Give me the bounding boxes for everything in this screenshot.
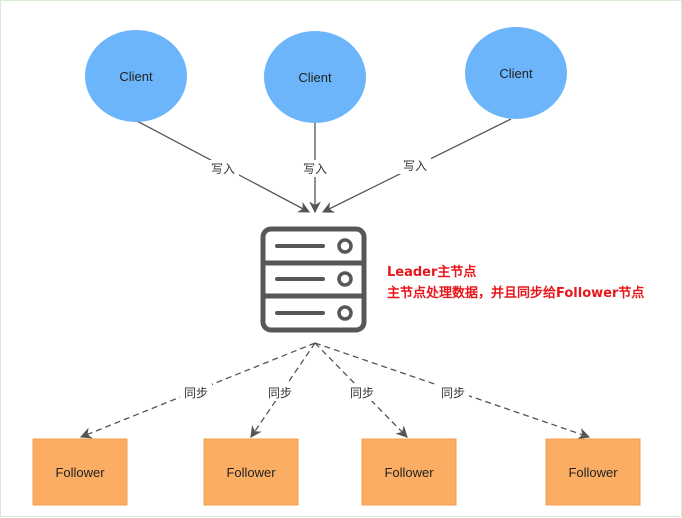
- write-edge-label-3: 写入: [403, 159, 427, 173]
- leader-note-line1: Leader主节点: [387, 264, 476, 280]
- client-node-label: Client: [119, 69, 153, 84]
- sync-edge-1: [79, 342, 316, 439]
- follower-node-3[interactable]: Follower: [361, 438, 457, 506]
- client-node-label: Client: [298, 70, 332, 85]
- follower-node-label: Follower: [384, 465, 434, 480]
- client-node-3[interactable]: Client: [465, 27, 567, 119]
- follower-node-label: Follower: [568, 465, 618, 480]
- sync-edge-label-2: 同步: [268, 386, 292, 400]
- follower-node-1[interactable]: Follower: [32, 438, 128, 506]
- sync-edge-2: [250, 342, 316, 438]
- sync-edge-label-4: 同步: [441, 386, 465, 400]
- client-node-2[interactable]: Client: [264, 31, 366, 123]
- client-node-1[interactable]: Client: [85, 30, 187, 122]
- write-labels: 写入 写入 写入: [207, 157, 431, 177]
- follower-node-label: Follower: [226, 465, 276, 480]
- follower-node-2[interactable]: Follower: [203, 438, 299, 506]
- client-node-label: Client: [499, 66, 533, 81]
- leader-note: Leader主节点 主节点处理数据，并且同步给Follower节点: [387, 264, 644, 301]
- follower-node-label: Follower: [55, 465, 105, 480]
- write-edge-label-2: 写入: [303, 162, 327, 176]
- sync-edge-label-1: 同步: [184, 386, 208, 400]
- leader-server-icon[interactable]: [260, 226, 367, 333]
- sync-edge-label-3: 同步: [350, 386, 374, 400]
- leader-note-line2: 主节点处理数据，并且同步给Follower节点: [387, 285, 644, 301]
- sync-labels: 同步 同步 同步 同步: [180, 384, 469, 401]
- write-edge-label-1: 写入: [211, 162, 235, 176]
- sync-edges: [79, 342, 591, 440]
- follower-node-4[interactable]: Follower: [545, 438, 641, 506]
